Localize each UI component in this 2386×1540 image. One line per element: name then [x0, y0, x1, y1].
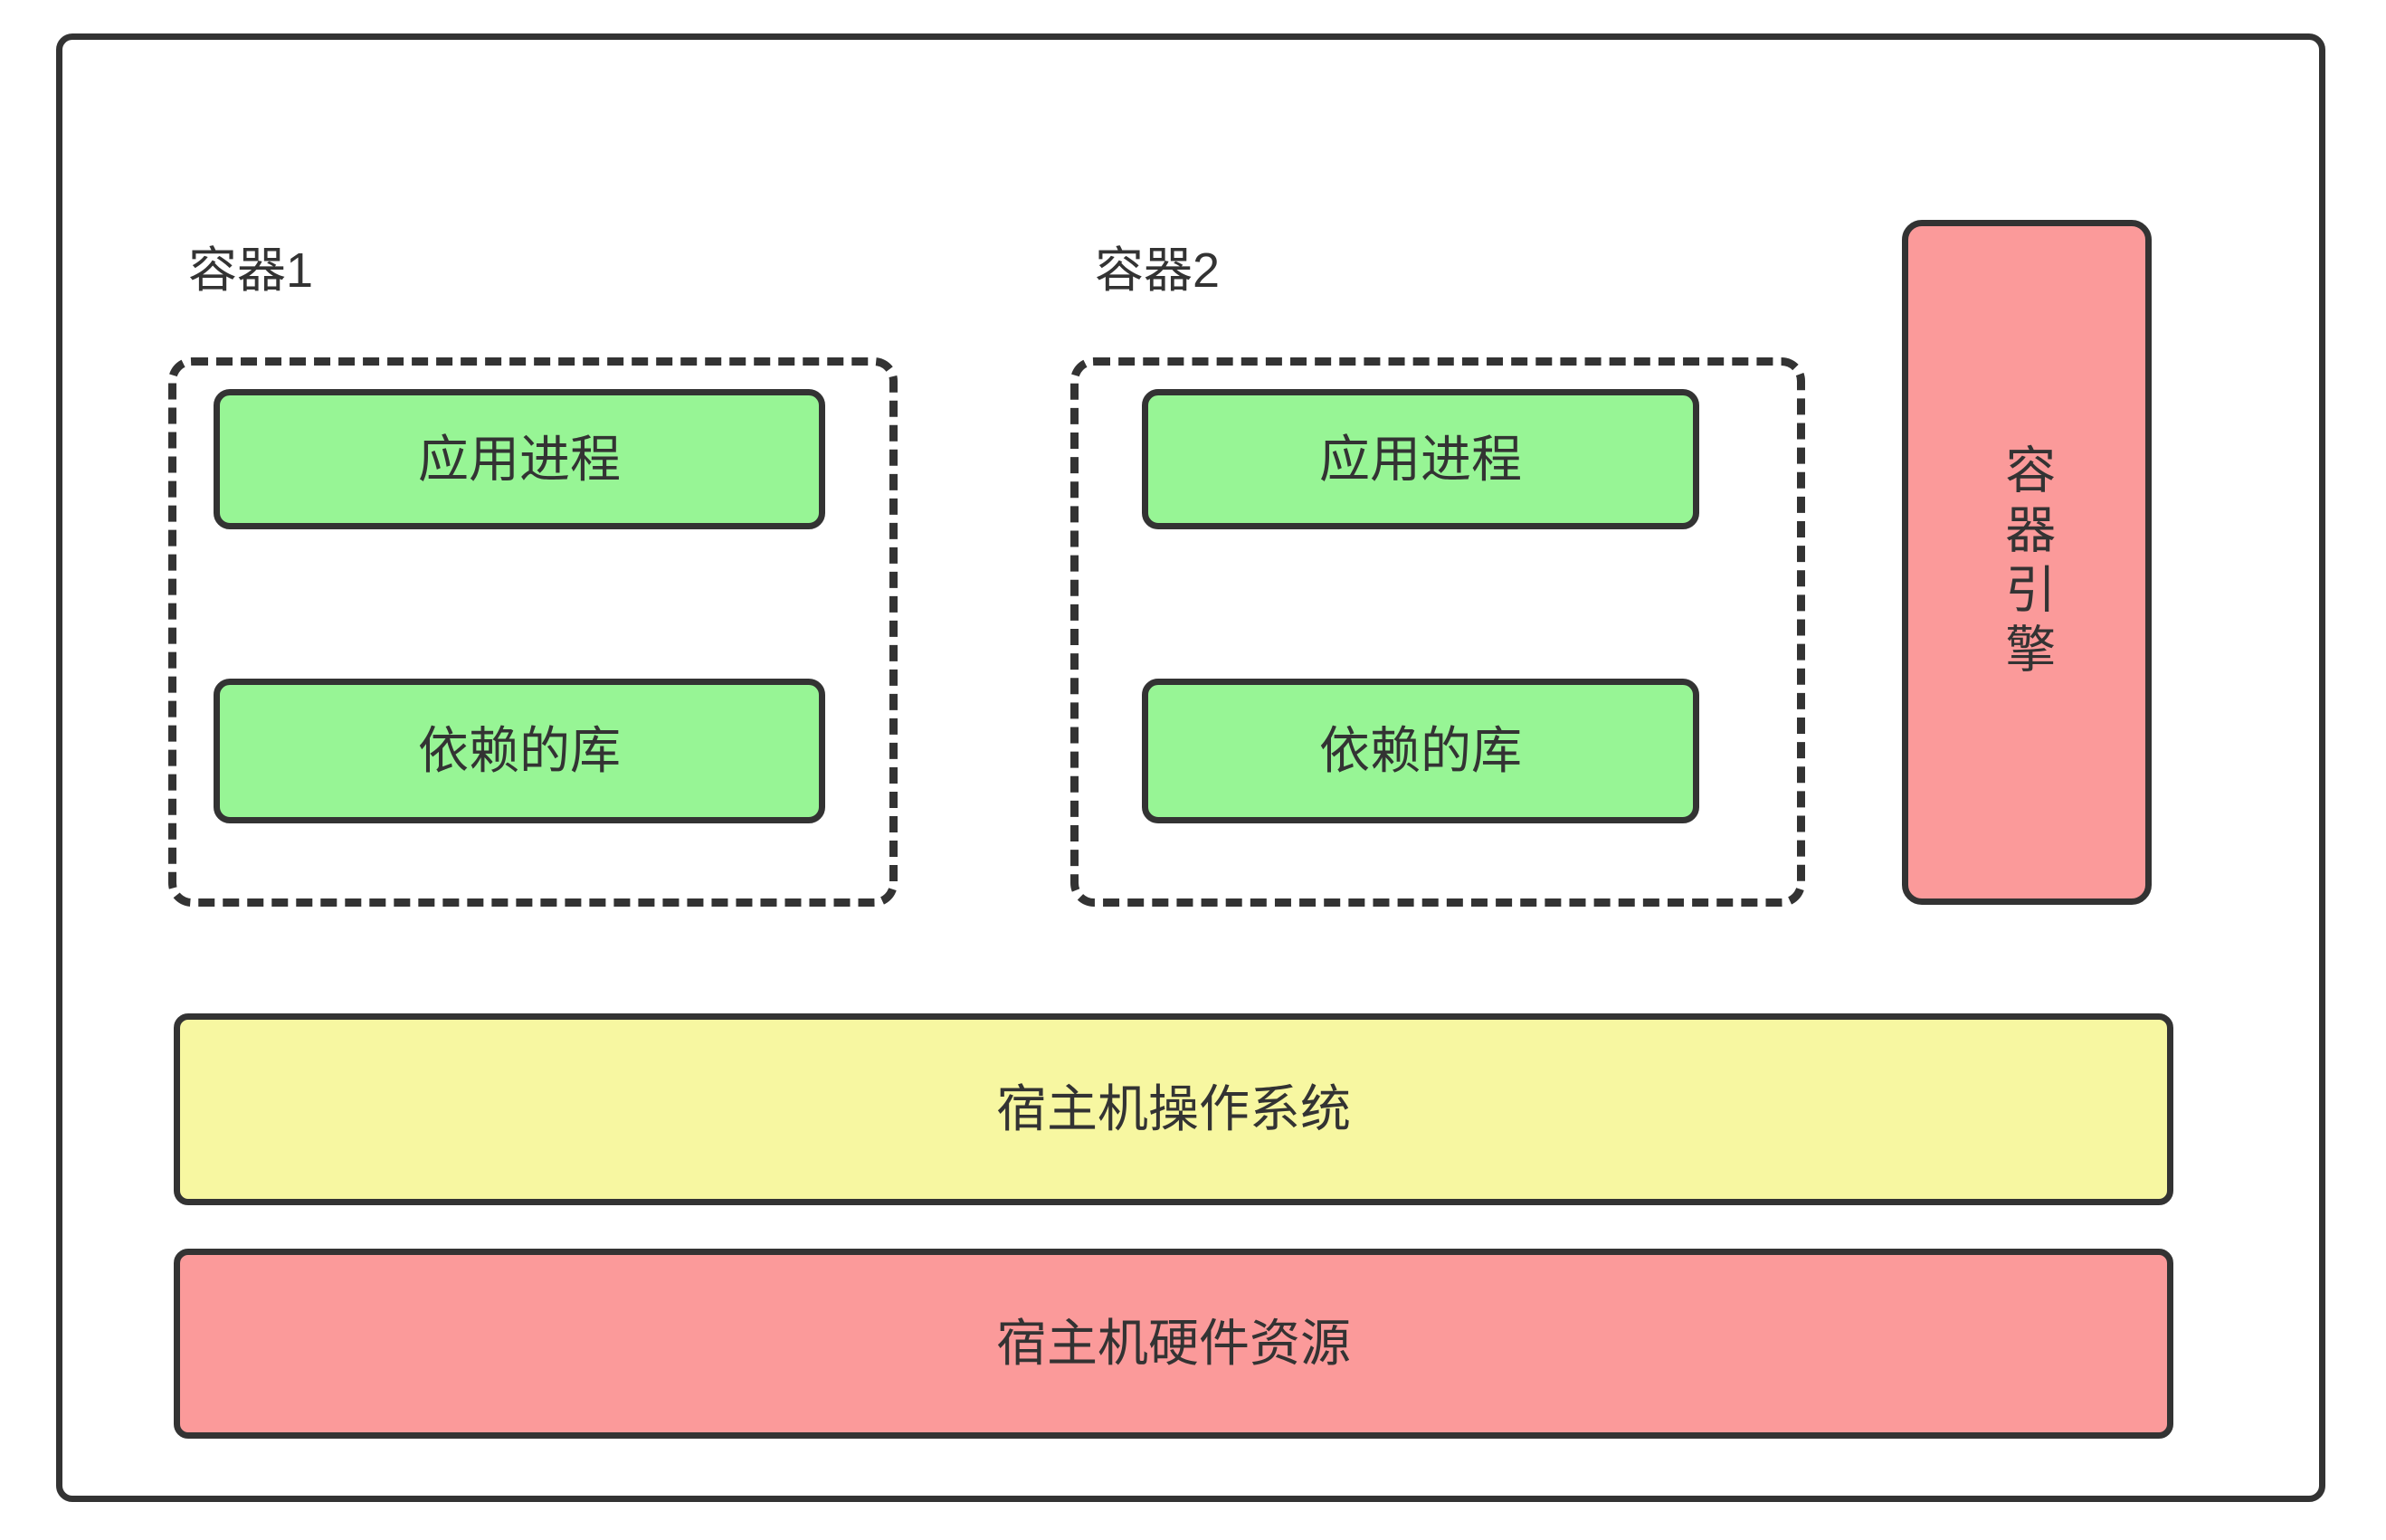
container-engine-box: 容器引擎 [1902, 220, 2152, 905]
host-operating-system-bar: 宿主机操作系统 [174, 1013, 2173, 1205]
container-2-app-process-label: 应用进程 [1319, 430, 1522, 488]
host-hardware-resources-label: 宿主机硬件资源 [996, 1315, 1351, 1373]
container-2-dependency-library-label: 依赖的库 [1319, 722, 1522, 780]
container-1-app-process-box: 应用进程 [214, 389, 825, 529]
container-1-boundary [168, 357, 898, 907]
container-1-label: 容器1 [188, 243, 314, 298]
container-1-dependency-library-box: 依赖的库 [214, 679, 825, 823]
container-1-dependency-library-label: 依赖的库 [418, 722, 621, 780]
container-2-dependency-library-box: 依赖的库 [1142, 679, 1699, 823]
container-2-label: 容器2 [1095, 243, 1221, 298]
container-1-app-process-label: 应用进程 [418, 430, 621, 488]
host-hardware-resources-bar: 宿主机硬件资源 [174, 1249, 2173, 1439]
container-2-app-process-box: 应用进程 [1142, 389, 1699, 529]
container-2-boundary [1070, 357, 1805, 907]
host-operating-system-label: 宿主机操作系统 [996, 1080, 1351, 1138]
